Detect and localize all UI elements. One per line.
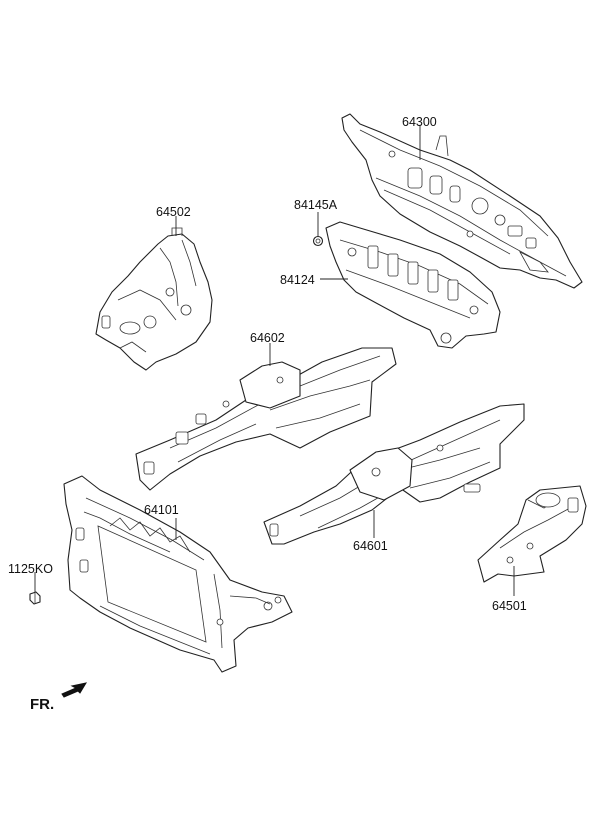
part-1125KO-bolt xyxy=(29,591,41,605)
label-84145A: 84145A xyxy=(294,198,338,212)
label-64101: 64101 xyxy=(144,503,179,517)
label-64502: 64502 xyxy=(156,205,191,219)
front-indicator-label: FR. xyxy=(30,696,54,713)
part-64300-dash-panel xyxy=(341,113,583,289)
front-indicator: FR. xyxy=(30,682,88,713)
part-64101-radiator-support xyxy=(63,475,293,673)
label-1125KO: 1125KO xyxy=(8,562,53,576)
label-64300: 64300 xyxy=(402,115,437,129)
part-64501-apron xyxy=(477,485,587,583)
leader-lines xyxy=(34,126,515,596)
front-arrow-icon xyxy=(61,682,88,698)
part-84145A-grommet xyxy=(312,235,324,247)
part-64502-apron xyxy=(95,227,213,371)
label-64602: 64602 xyxy=(250,331,285,345)
label-84124: 84124 xyxy=(280,273,315,287)
label-64601: 64601 xyxy=(353,539,388,553)
label-64501: 64501 xyxy=(492,599,527,613)
part-64602-side-member xyxy=(135,347,397,491)
part-84124-insulator xyxy=(325,221,501,349)
part-64601-side-member xyxy=(263,403,525,545)
